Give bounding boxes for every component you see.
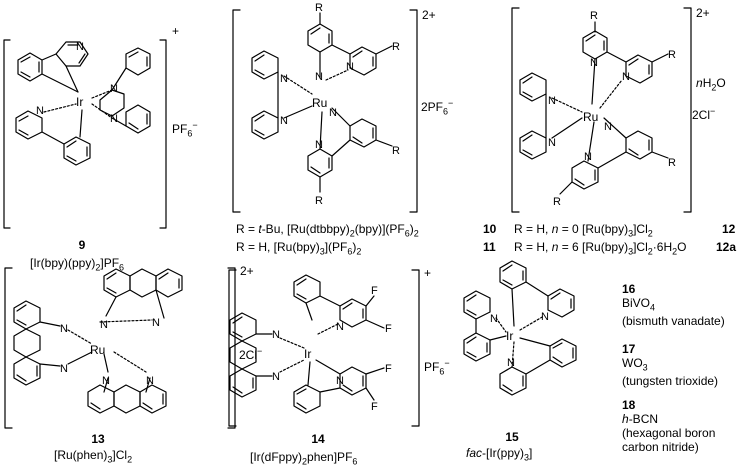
atom-n: N (548, 137, 556, 149)
c14-number: 14 (311, 432, 325, 446)
c18-formula: h-BCN (622, 412, 659, 426)
atom-r: R (553, 196, 561, 208)
c15-number: 15 (505, 430, 519, 444)
c13-charge: 2+ (240, 264, 254, 278)
compound-12-structure (511, 7, 692, 213)
atom-n: N (146, 375, 154, 387)
c17-formula: WO3 (622, 356, 648, 373)
atom-r: R (590, 10, 598, 22)
atom-n: N (76, 41, 84, 53)
c12-water: nH2O (696, 76, 726, 93)
c13-counterion: 2Cl− (239, 346, 263, 362)
atom-n: N (604, 121, 612, 133)
atom-n: N (541, 311, 549, 323)
c12a-number: 12a (716, 240, 737, 254)
atom-r: R (668, 157, 676, 169)
atom-n: N (336, 321, 344, 333)
atom-n: N (315, 139, 323, 151)
c14-name: [Ir(dFppy)2phen]PF6 (250, 450, 358, 467)
compound-9-structure (3, 39, 167, 229)
c13-name: [Ru(phen)3]Cl2 (54, 448, 133, 465)
c18-name-line1: (hexagonal boron (622, 426, 716, 440)
atom-ir: Ir (506, 329, 513, 343)
atom-n: N (329, 107, 337, 119)
atom-n: N (548, 95, 556, 107)
atom-ir: Ir (76, 95, 83, 109)
atom-n: N (590, 57, 598, 69)
c12a-caption: R = H, n = 6 [Ru(bpy)3]Cl2·6H2O (514, 240, 687, 257)
c10-counterion: 2PF6− (421, 98, 454, 117)
atom-n: N (622, 71, 630, 83)
c12-caption: R = H, n = 0 [Ru(bpy)3]Cl2 (514, 222, 653, 239)
c14-counterion: PF6− (424, 358, 450, 377)
atom-n: N (272, 329, 280, 341)
c9-counterion: PF6− (172, 120, 198, 139)
atom-n: N (110, 113, 118, 125)
atom-n: N (100, 319, 108, 331)
c10-caption: R = t-Bu, [Ru(dtbbpy)2(bpy)](PF6)2 (236, 222, 419, 239)
atom-n: N (336, 375, 344, 387)
c11-number: 11 (483, 240, 496, 254)
c14-charge: + (424, 266, 432, 280)
c17-block: 17 WO3 (tungsten trioxide) (622, 342, 718, 388)
c18-name-line2: carbon nitride) (622, 440, 699, 454)
atom-f: F (385, 363, 392, 375)
atom-n: N (60, 363, 68, 375)
compound-14-structure (228, 269, 420, 427)
c18-number: 18 (622, 398, 636, 412)
atom-n: N (36, 105, 44, 117)
compound-10-structure (232, 9, 418, 213)
c10-charge: 2+ (422, 8, 436, 22)
atom-f: F (385, 323, 392, 335)
compound-13-structure (4, 267, 236, 429)
c12-charge: 2+ (696, 6, 710, 20)
atom-f: F (371, 285, 378, 297)
c17-name: (tungsten trioxide) (622, 374, 719, 389)
atom-n: N (507, 357, 515, 369)
compound-15-structure (463, 260, 577, 396)
atom-n: N (110, 83, 118, 95)
c9-charge: + (172, 24, 180, 38)
atom-n: N (490, 313, 498, 325)
atom-ir: Ir (304, 347, 311, 361)
atom-ru: Ru (90, 343, 105, 357)
atom-n: N (60, 323, 68, 335)
c10-number: 10 (483, 222, 497, 236)
c16-number: 16 (622, 282, 636, 296)
c16-formula: BiVO4 (622, 296, 656, 313)
c9-name: [Ir(bpy)(ppy)2]PF6 (30, 256, 125, 273)
c17-number: 17 (622, 342, 636, 356)
atom-ru: Ru (583, 110, 598, 124)
atom-r: R (392, 145, 400, 157)
c9-number: 9 (78, 238, 86, 252)
atom-r: R (668, 49, 676, 61)
atom-n: N (315, 71, 323, 83)
c18-block: 18 h-BCN (hexagonal boron carbon nitride… (622, 398, 715, 454)
atom-r: R (392, 41, 400, 53)
c15-name: fac-[Ir(ppy)3] (466, 446, 533, 463)
atom-n: N (346, 61, 354, 73)
atom-n: N (102, 375, 110, 387)
c13-number: 13 (91, 432, 105, 446)
c11-caption: R = H, [Ru(bpy)3](PF6)2 (236, 240, 362, 257)
atom-n: N (280, 73, 288, 85)
atom-ru: Ru (312, 96, 327, 110)
atom-n: N (280, 115, 288, 127)
atom-n: N (584, 151, 592, 163)
atom-r: R (315, 195, 323, 207)
atom-f: F (371, 401, 378, 413)
c16-block: 16 BiVO4 (bismuth vanadate) (622, 282, 725, 328)
atom-n: N (152, 317, 160, 329)
c16-name: (bismuth vanadate) (622, 314, 725, 329)
atom-n: N (272, 371, 280, 383)
c12-number: 12 (722, 222, 736, 236)
c12-counterion: 2Cl− (692, 106, 716, 122)
atom-r: R (315, 2, 323, 14)
